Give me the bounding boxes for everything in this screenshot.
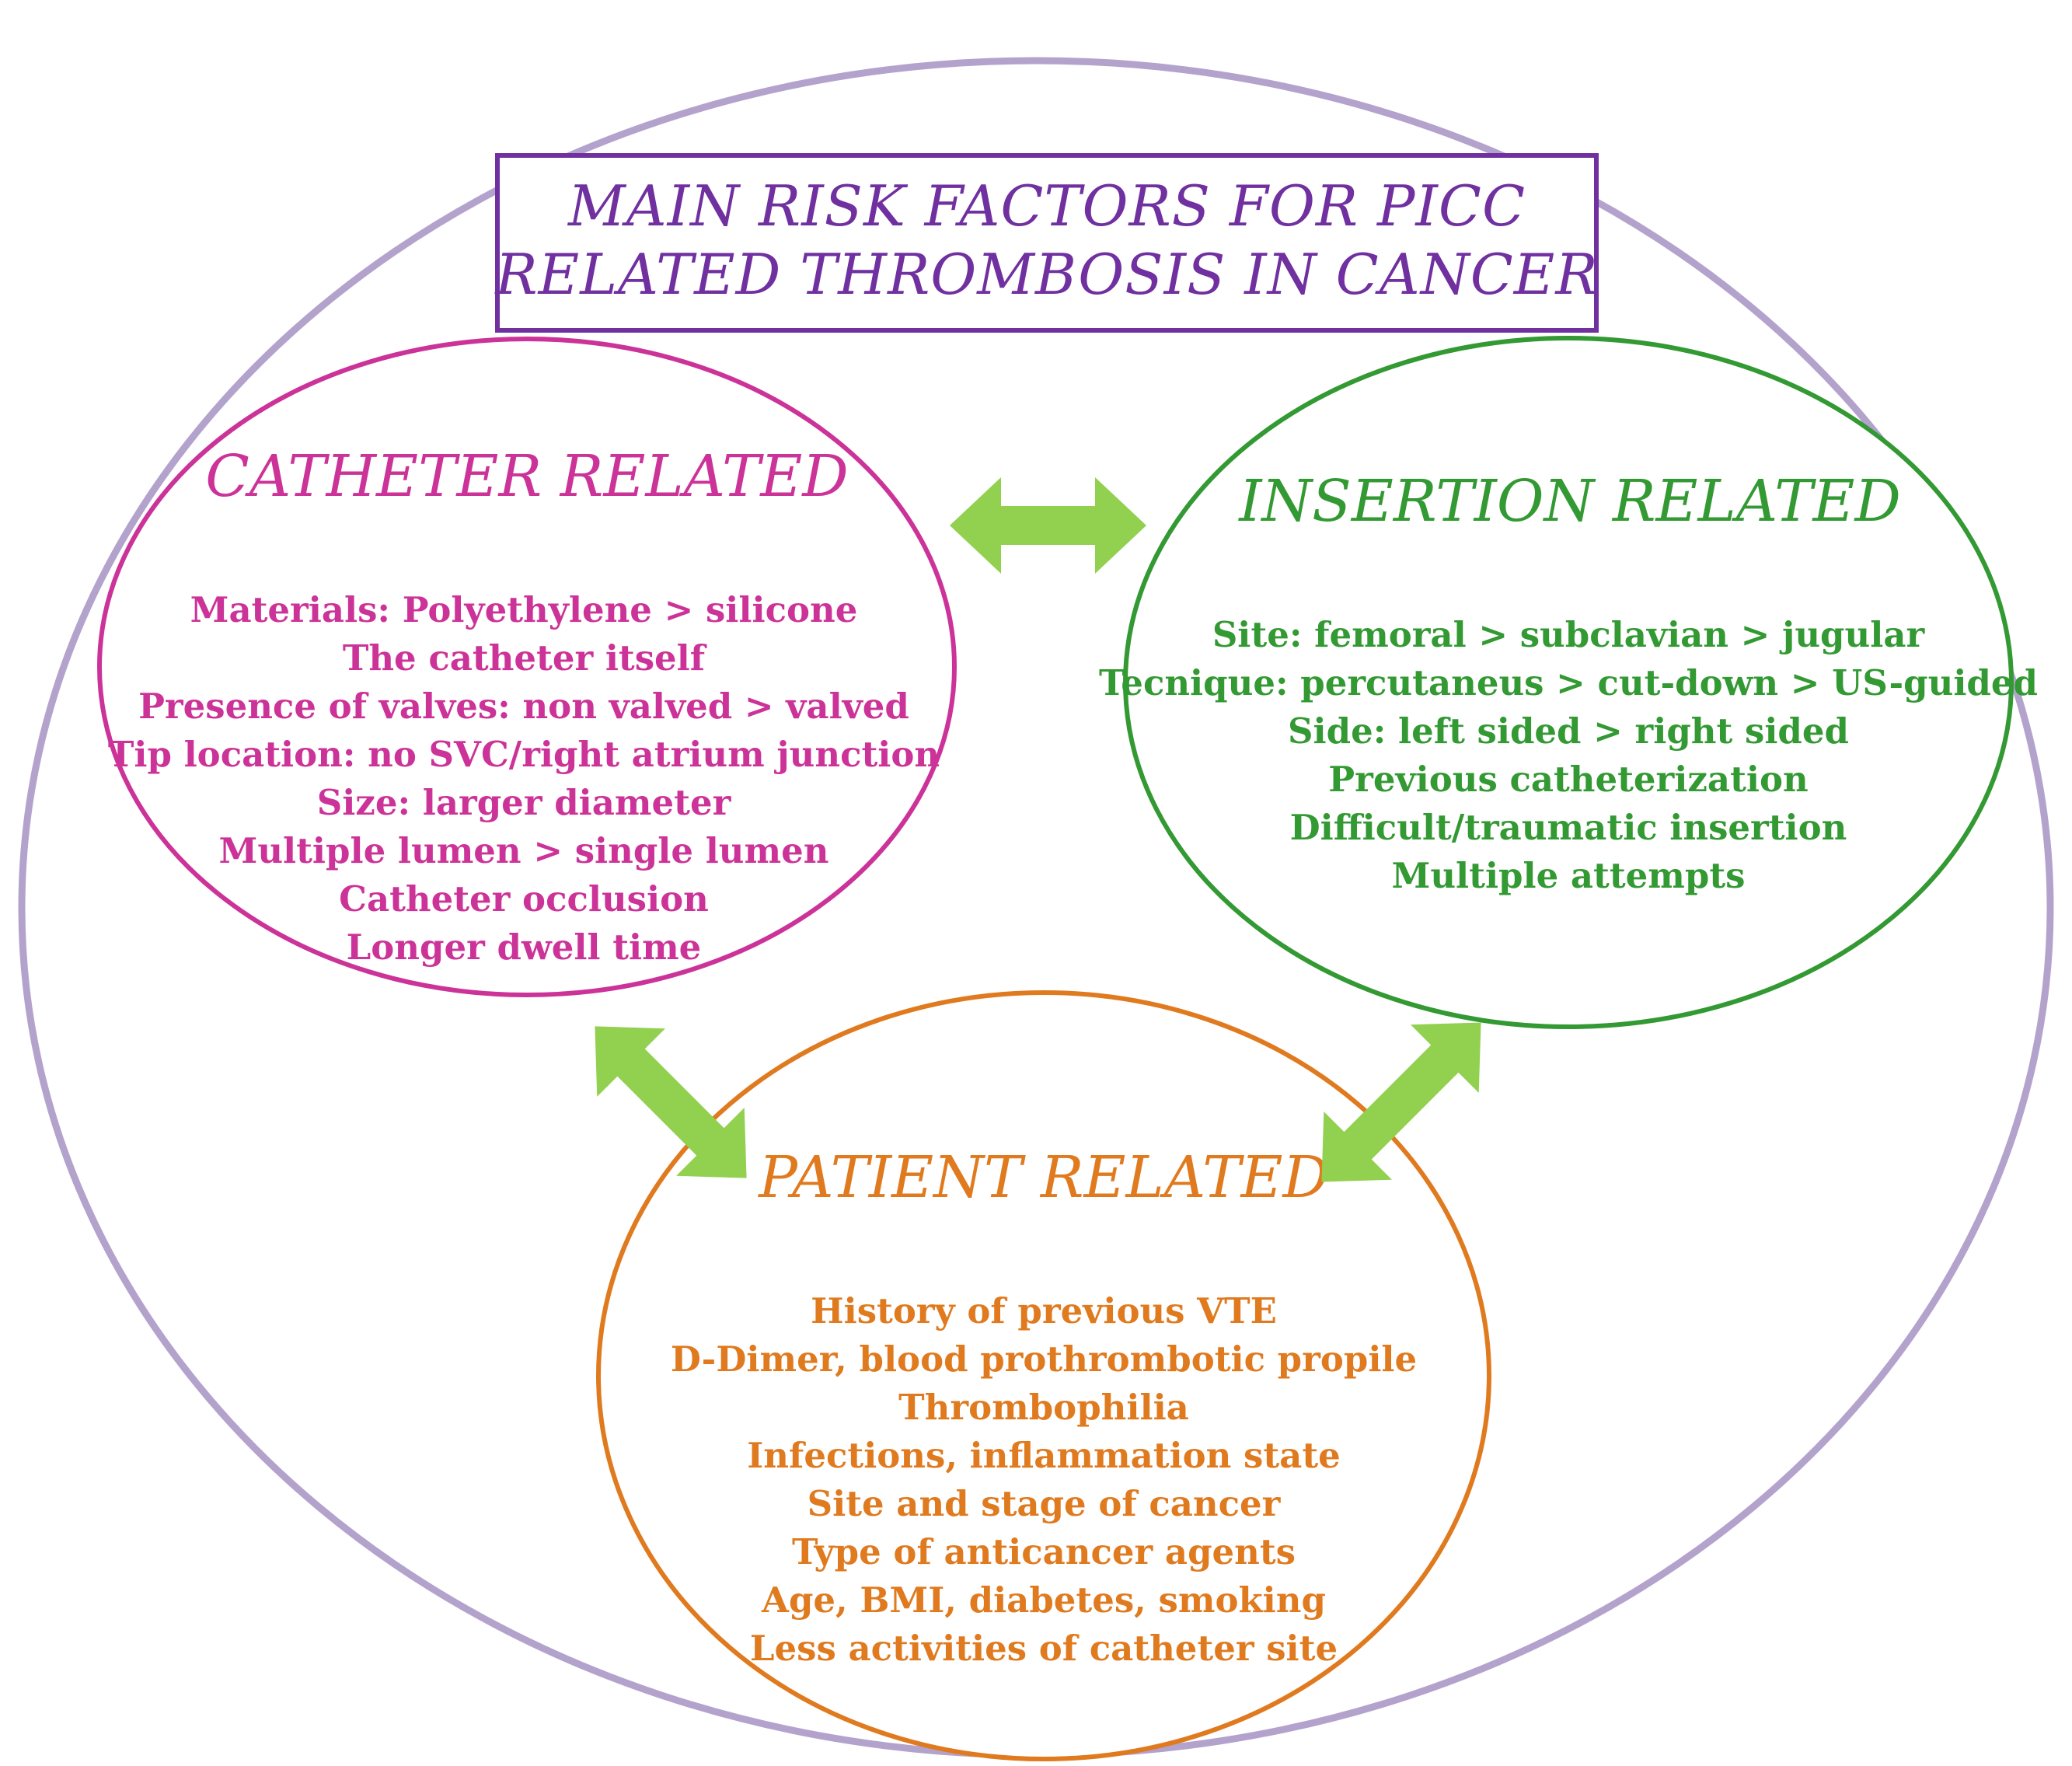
patient-ellipse	[596, 990, 1491, 1761]
patient-factor-item: Thrombophilia	[898, 1387, 1189, 1428]
title-box	[495, 153, 1599, 333]
title-line-2: RELATED THROMBOSIS IN CANCER	[494, 242, 1598, 307]
patient-factor-item: History of previous VTE	[811, 1290, 1277, 1331]
catheter-factor-item: Materials: Polyethylene > silicone	[190, 589, 858, 630]
title-line-1: MAIN RISK FACTORS FOR PICC	[567, 173, 1526, 239]
catheter-factor-item: Catheter occlusion	[339, 878, 709, 920]
patient-factor-item: Infections, inflammation state	[747, 1435, 1340, 1476]
patient-factor-item: Site and stage of cancer	[808, 1483, 1282, 1524]
insertion-factor-item: Side: left sided > right sided	[1288, 710, 1849, 752]
arrow-insertion-patient	[1321, 1022, 1481, 1182]
insertion-factor-item: Tecnique: percutaneus > cut-down > US-gu…	[1099, 662, 2038, 703]
insertion-factor-item: Difficult/traumatic insertion	[1290, 807, 1847, 848]
patient-factor-item: Age, BMI, diabetes, smoking	[761, 1579, 1326, 1621]
patient-factor-item: Less activities of catheter site	[750, 1628, 1338, 1669]
patient-heading: PATIENT RELATED	[757, 1144, 1329, 1211]
arrow-catheter-insertion	[950, 477, 1146, 574]
insertion-factor-list: Site: femoral > subclavian > jugularTecn…	[1099, 614, 2038, 896]
patient-factor-list: History of previous VTE D-Dimer, blood pr…	[671, 1290, 1417, 1669]
insertion-factor-item: Previous catheterization	[1328, 759, 1808, 800]
catheter-factor-item: Size: larger diameter	[317, 782, 732, 823]
arrow-catheter-patient	[595, 1026, 747, 1178]
catheter-factor-item: Longer dwell time	[347, 927, 702, 968]
insertion-heading: INSERTION RELATED	[1237, 468, 1901, 535]
patient-factor-item: D-Dimer, blood prothrombotic propile	[671, 1338, 1417, 1380]
catheter-factor-item: Presence of valves: non valved > valved	[138, 686, 909, 727]
catheter-factor-item: Multiple lumen > single lumen	[219, 830, 829, 871]
catheter-ellipse	[97, 337, 957, 997]
catheter-factor-item: Tip location: no SVC/right atrium juncti…	[108, 734, 940, 775]
insertion-ellipse	[1123, 336, 2014, 1029]
catheter-factor-item: The catheter itself	[343, 637, 707, 679]
insertion-factor-item: Site: femoral > subclavian > jugular	[1212, 614, 1926, 655]
insertion-factor-item: Multiple attempts	[1392, 855, 1746, 896]
catheter-heading: CATHETER RELATED	[205, 443, 849, 510]
patient-factor-item: Type of anticancer agents	[792, 1531, 1296, 1572]
